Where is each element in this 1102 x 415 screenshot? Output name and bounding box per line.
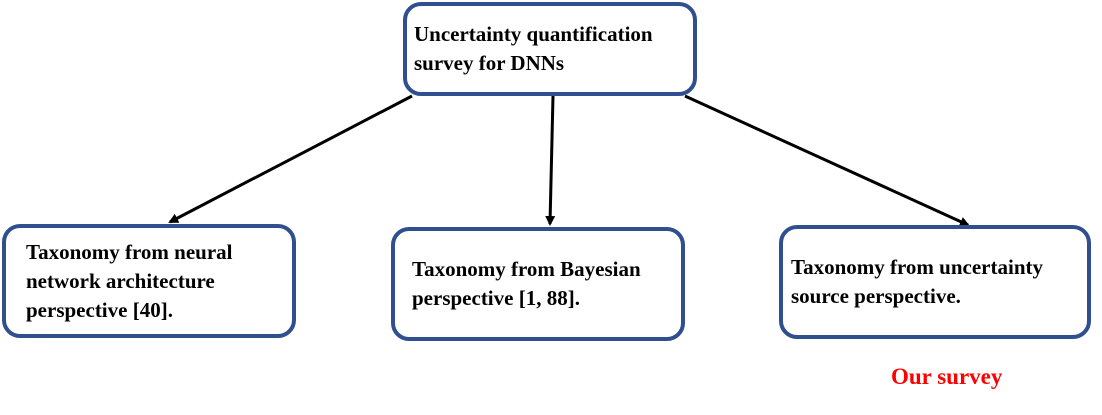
neural-architecture-taxonomy-box: Taxonomy from neural network architectur… xyxy=(2,224,296,338)
left-node-line-1: Taxonomy from neural xyxy=(26,239,233,264)
middle-node-line-1: Taxonomy from Bayesian xyxy=(412,257,641,281)
right-node-line-2: source perspective. xyxy=(791,284,961,308)
arrow-root-to-left xyxy=(168,94,413,224)
root-node-line-2: survey for DNNs xyxy=(414,51,565,75)
right-node-line-1: Taxonomy from uncertainty xyxy=(791,255,1043,279)
left-node-line-2: network architecture xyxy=(26,268,215,293)
left-node-line-3: perspective [40]. xyxy=(26,297,173,322)
our-survey-label: Our survey xyxy=(891,364,1003,389)
middle-node-line-2: perspective [1, 88]. xyxy=(412,286,580,310)
root-node-box: Uncertainty quantification survey for DN… xyxy=(403,2,697,96)
arrow-root-to-middle xyxy=(545,95,556,226)
arrow-root-to-right xyxy=(684,94,970,227)
root-node-line-1: Uncertainty quantification xyxy=(414,22,653,46)
uncertainty-source-taxonomy-box: Taxonomy from uncertainty source perspec… xyxy=(779,225,1091,339)
bayesian-taxonomy-box: Taxonomy from Bayesian perspective [1, 8… xyxy=(391,227,685,341)
